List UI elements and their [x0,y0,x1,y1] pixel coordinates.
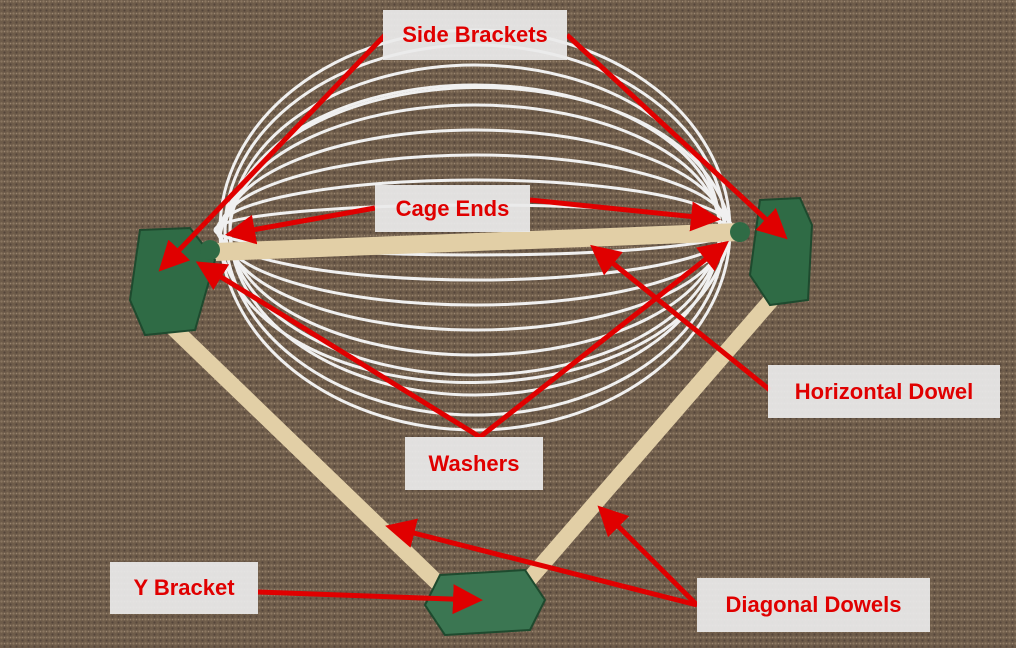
arrow-y-bracket [257,584,483,615]
diagonal-dowel-right [512,282,788,598]
y-bracket [423,568,547,637]
arrow-side-bracket-left [158,33,387,272]
arrow-diagonal-dowel-left [385,518,698,608]
washer-left [200,240,220,260]
arrow-side-bracket-right [565,33,788,240]
arrow-cage-end-right [529,197,721,232]
label-y-bracket: Y Bracket [110,562,258,614]
washer-right [730,222,750,242]
label-cage-ends: Cage Ends [375,185,530,232]
arrow-washer-left [195,261,482,440]
label-horizontal-dowel: Horizontal Dowel [768,365,1000,418]
annotation-arrows [158,33,788,615]
label-diagonal-dowels: Diagonal Dowels [697,578,930,632]
horizontal-dowel [206,223,749,261]
label-washers: Washers [405,437,543,490]
label-side-brackets: Side Brackets [383,10,567,60]
arrow-diagonal-dowel-right [597,505,699,607]
side-bracket-left [128,226,217,337]
arrow-horizontal-dowel [590,244,772,392]
arrow-washer-right [478,240,729,439]
arrow-cage-end-left [225,205,376,245]
